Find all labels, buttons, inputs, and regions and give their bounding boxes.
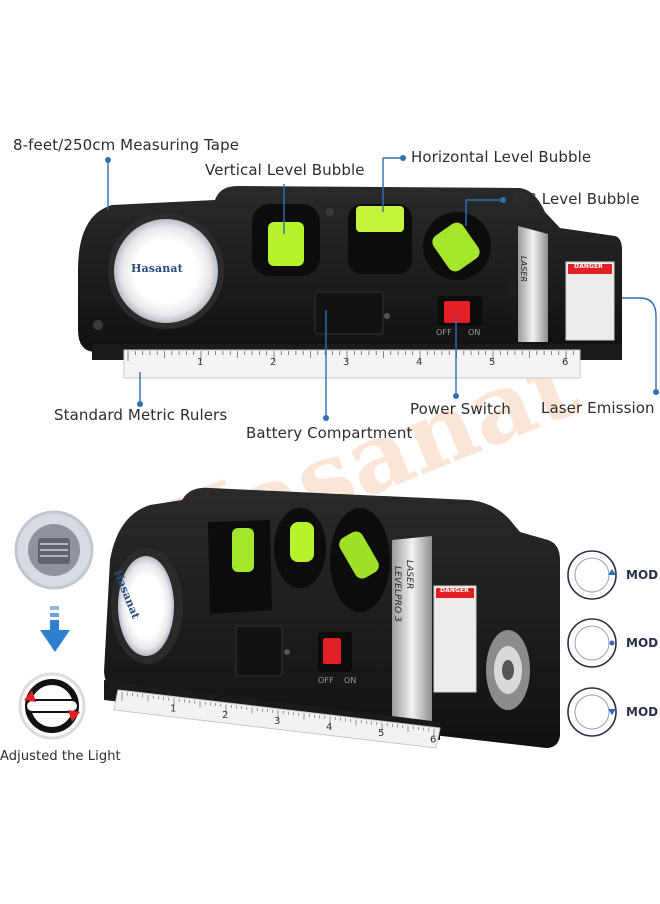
bubble-2: [290, 522, 314, 562]
rotate-icon: [18, 672, 86, 740]
ruler-scale-side: [113, 689, 441, 749]
ruler-ticks-side: 1 2 3 4 5 6: [121, 692, 436, 745]
callout-45-bubble: 45° Level Bubble: [510, 190, 640, 208]
ruler-tick-label-side: 2: [222, 710, 228, 721]
top-device-body: [78, 185, 622, 352]
battery-door-side: [235, 625, 283, 677]
arrow-down-icon: [40, 606, 70, 652]
ruler-tick-label-side: 3: [274, 716, 280, 727]
silver-band: [518, 226, 548, 342]
tape-disc-side: [118, 556, 174, 656]
model-line-2: LEVELPRO 3: [507, 262, 516, 312]
model-line-2-side: LEVELPRO 3: [392, 566, 402, 622]
mode-label-2: MOD: [626, 636, 659, 650]
danger-text-side: DANGER: [440, 587, 469, 594]
ruler-tick-label: 5: [489, 357, 495, 368]
horizontal-bubble: [356, 206, 404, 232]
ruler-tick-label: 6: [562, 357, 568, 368]
ruler-tick-label-side: 5: [378, 728, 384, 739]
ruler-scale: [123, 349, 581, 379]
ruler-tick-label: 3: [343, 357, 349, 368]
ruler-tick-label-side: 4: [326, 722, 332, 733]
model-line-1: LASER: [519, 256, 528, 283]
brand-logo: Hasanat: [131, 262, 183, 275]
bubble-1: [232, 528, 254, 572]
ruler-tick-label-side: 1: [170, 704, 176, 715]
mode-up-icon: [567, 550, 617, 600]
callout-power-switch: Power Switch: [410, 400, 511, 418]
callout-vertical-bubble: Vertical Level Bubble: [205, 161, 365, 179]
callout-lines: [107, 157, 657, 418]
deg45-bubble: [432, 222, 480, 272]
laser-aperture: [502, 660, 514, 680]
power-switch-rocker: [444, 301, 470, 323]
battery-door: [314, 291, 384, 335]
ruler-tick-label: 2: [270, 357, 276, 368]
callout-laser-emission: Laser Emission: [541, 399, 655, 417]
callout-metric-rulers: Standard Metric Rulers: [54, 406, 228, 424]
mode-label-3: MOD: [626, 705, 659, 719]
switch-on-label-side: ON: [344, 676, 357, 685]
bubble-3: [339, 531, 379, 579]
top-device: 1 2 3 4 5 6: [78, 185, 622, 379]
danger-text: DANGER: [574, 263, 603, 270]
screw: [326, 208, 334, 216]
warning-label-side: [433, 585, 477, 693]
danger-strip-side: [436, 588, 474, 598]
screw: [93, 320, 103, 330]
mode-icons: [567, 550, 617, 737]
callout-horizontal-bubble: Horizontal Level Bubble: [411, 148, 592, 166]
ruler-tick-label: 1: [197, 357, 203, 368]
mode-dot-icon: [567, 618, 617, 668]
vertical-bubble: [268, 222, 304, 266]
bottom-device: 1 2 3 4 5 6: [104, 487, 560, 749]
switch-on-label: ON: [468, 328, 481, 337]
callout-dots: [105, 155, 659, 421]
mode-down-icon: [567, 687, 617, 737]
lens-detail: [14, 510, 94, 590]
mode-label-1: MOD: [626, 568, 659, 582]
model-line-1-side: LASER: [404, 560, 414, 590]
warning-label: [565, 261, 615, 341]
tape-disc: [114, 219, 218, 323]
ruler-tick-label: 4: [416, 357, 422, 368]
lens-detail-window: [38, 538, 70, 564]
ruler-ticks: 1 2 3 4 5 6: [127, 351, 574, 368]
callout-adjusted-light: Adjusted the Light: [0, 749, 121, 764]
screw: [384, 313, 390, 319]
callout-battery: Battery Compartment: [246, 424, 413, 442]
silver-band-side: [392, 536, 432, 748]
switch-off-label-side: OFF: [318, 676, 334, 685]
ruler-tick-label-side: 6: [430, 734, 436, 745]
danger-strip: [568, 264, 612, 274]
screw: [284, 649, 290, 655]
callout-measuring-tape: 8-feet/250cm Measuring Tape: [13, 136, 240, 154]
switch-off-label: OFF: [436, 328, 452, 337]
power-switch-rocker-side: [323, 638, 341, 664]
